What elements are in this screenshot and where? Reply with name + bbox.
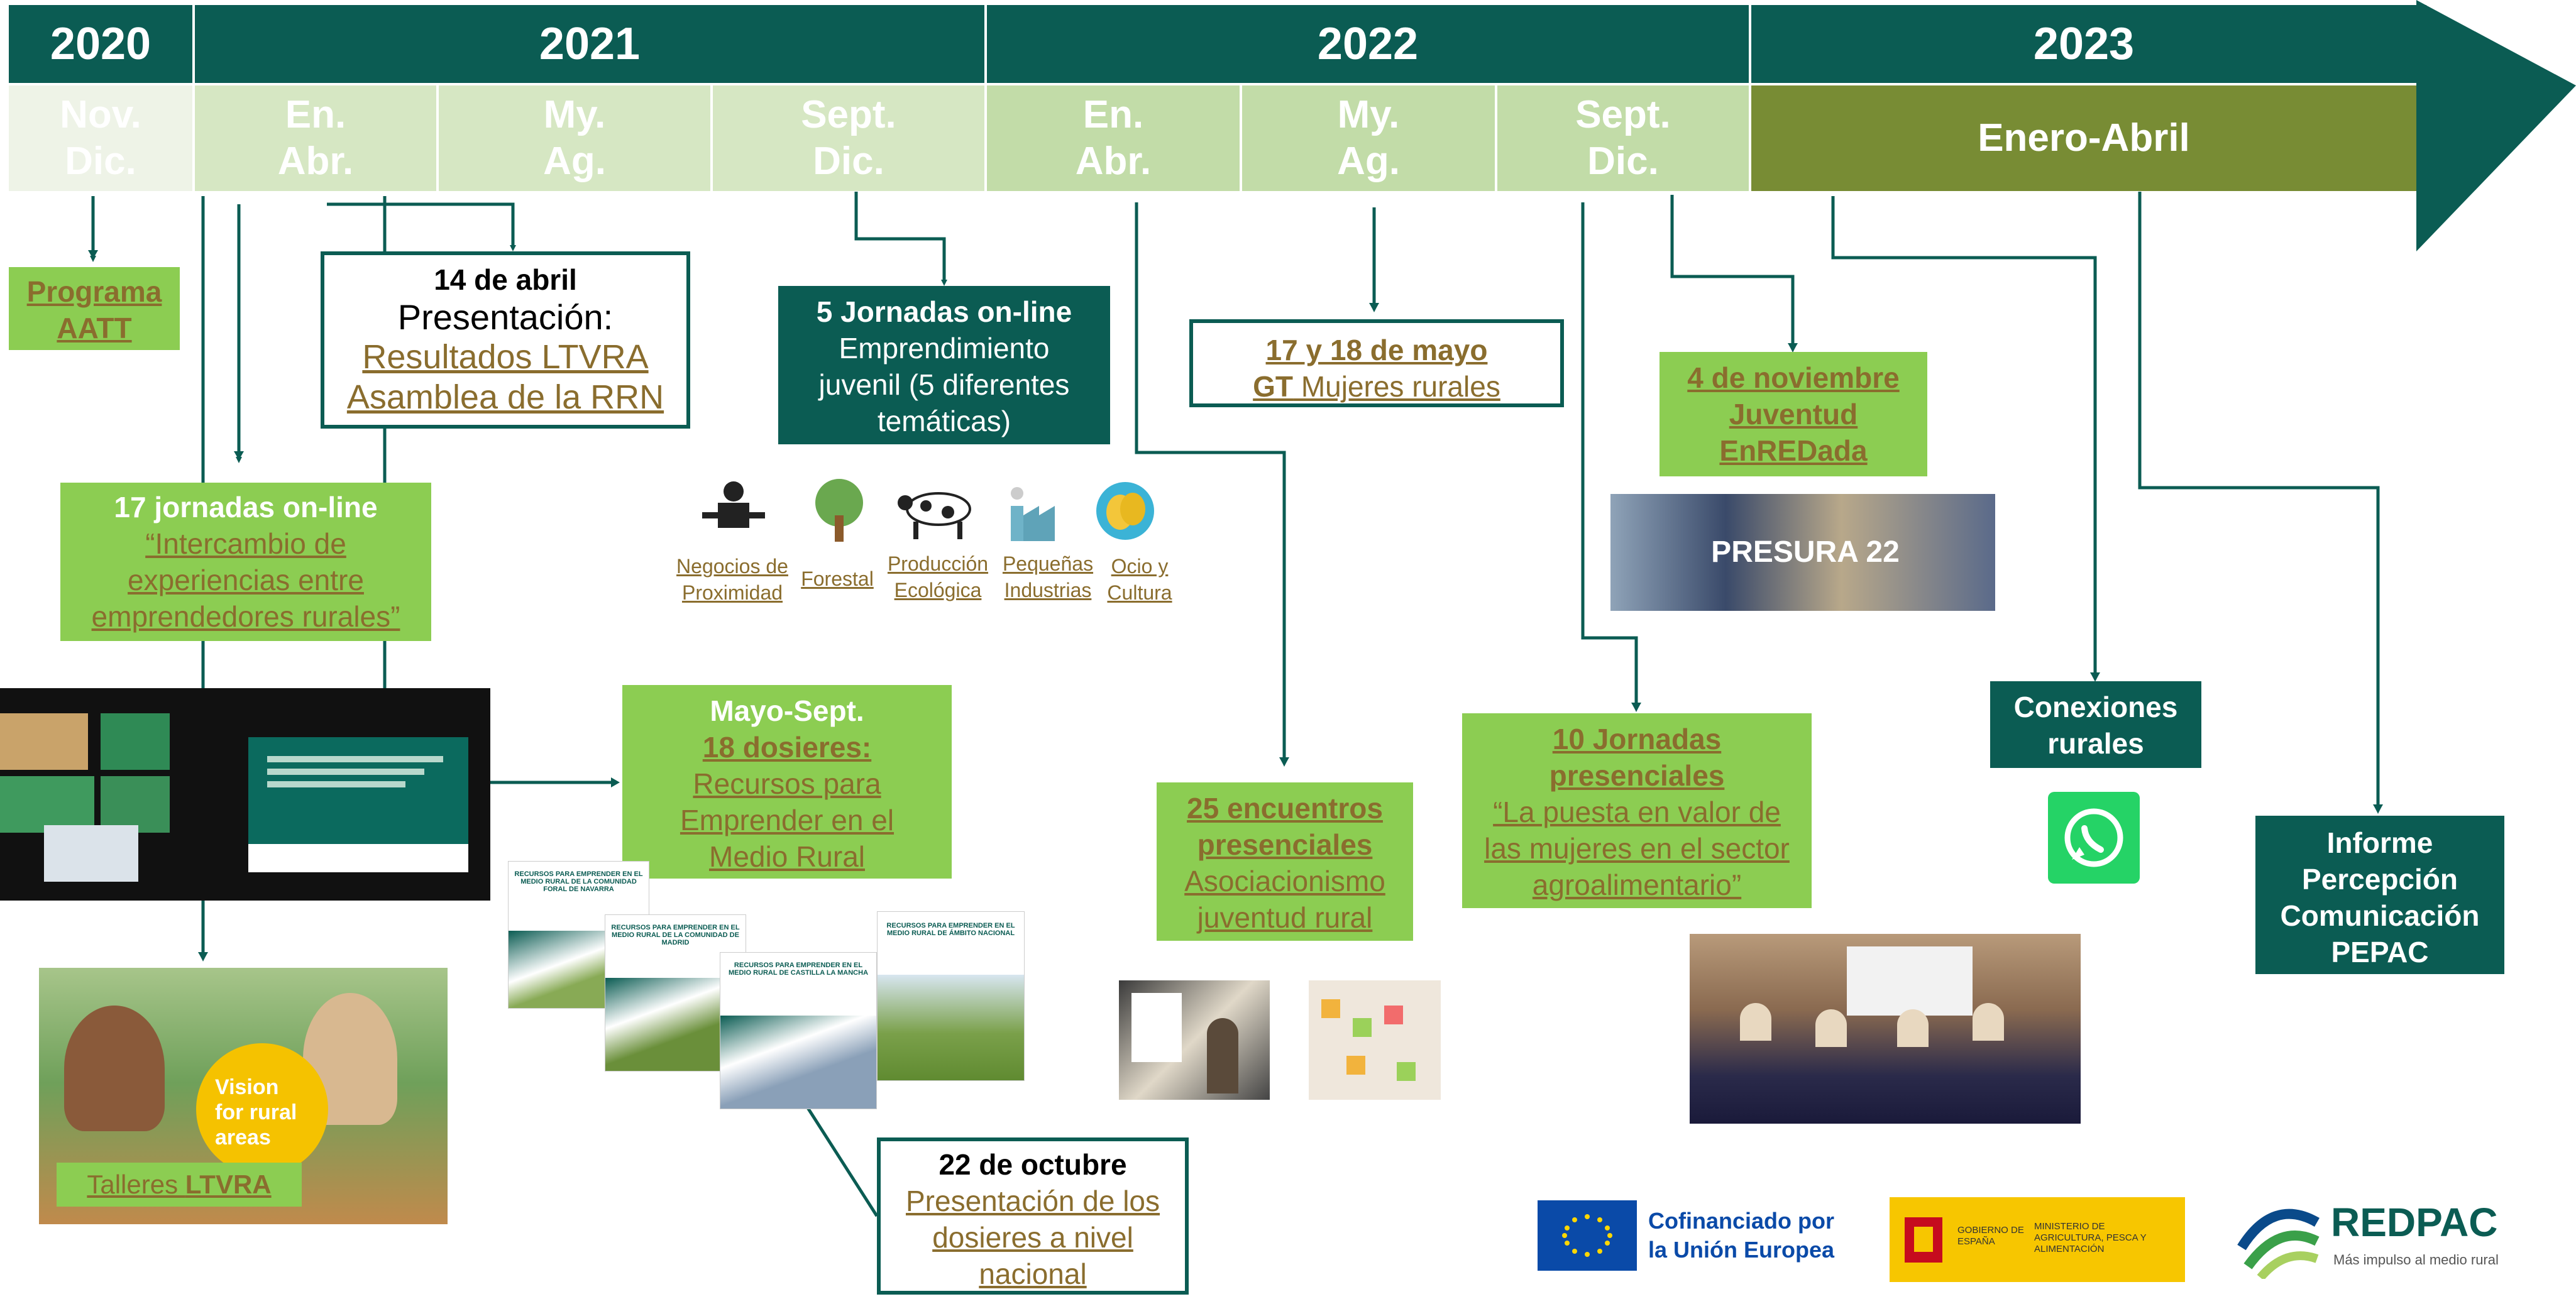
- encuentro-photo: [1119, 980, 1270, 1100]
- period-en-abr-2022: En.Abr.: [987, 85, 1240, 191]
- presentation-slide: [248, 737, 468, 872]
- eu-flag-icon: [1538, 1200, 1637, 1271]
- postits-photo: [1309, 980, 1441, 1100]
- year-2022: 2022: [987, 5, 1749, 83]
- tree-icon: [815, 479, 863, 542]
- handshake-person-icon: [702, 481, 765, 528]
- dossier-cover[interactable]: RECURSOS PARA EMPRENDER EN EL MEDIO RURA…: [877, 911, 1025, 1081]
- dossier-cover[interactable]: RECURSOS PARA EMPRENDER EN EL MEDIO RURA…: [720, 952, 877, 1109]
- abril-date: 14 de abril: [434, 263, 577, 296]
- jornadas-10-box: 10 Jornadas presenciales “La puesta en v…: [1462, 713, 1812, 908]
- coat-of-arms-icon: [1905, 1217, 1942, 1263]
- talleres-ltvra-label[interactable]: Talleres LTVRA: [57, 1163, 302, 1207]
- participant-thumb: [0, 713, 88, 770]
- redpac-name: REDPAC: [2331, 1200, 2498, 1245]
- period-en-abr-2021: En.Abr.: [195, 85, 436, 191]
- encuentros-box: 25 encuentros presenciales Asociacionism…: [1157, 782, 1413, 941]
- arrow-join: [2414, 5, 2426, 83]
- jornadas-5-box: 5 Jornadas on-line Emprendimiento juveni…: [778, 286, 1110, 444]
- period-my-ag-2022: My.Ag.: [1242, 85, 1495, 191]
- abril-presentacion-box: 14 de abril Presentación: Resultados LTV…: [321, 251, 690, 429]
- vision-badge: Vision for rural areas: [196, 1043, 328, 1175]
- asamblea-rrn-link[interactable]: Asamblea de la RRN: [346, 378, 664, 416]
- intercambio-link-1[interactable]: “Intercambio de: [145, 527, 346, 560]
- year-2021: 2021: [195, 5, 984, 83]
- cow-icon: [898, 492, 971, 539]
- conexiones-rurales-box: Conexiones rurales: [1990, 681, 2201, 768]
- jornadas-17-title: 17 jornadas on-line: [114, 491, 378, 523]
- period-sept-dic-2021: Sept.Dic.: [713, 85, 984, 191]
- jornadas-17-box: 17 jornadas on-line “Intercambio de expe…: [60, 483, 431, 641]
- panel-photo: [1690, 934, 2081, 1124]
- participant-thumb: [0, 776, 94, 833]
- mayo-gt-box: 17 y 18 de mayo GT Mujeres rurales: [1189, 319, 1564, 407]
- dosieres-box: Mayo-Sept. 18 dosieres: Recursos para Em…: [622, 685, 952, 879]
- year-2020: 2020: [9, 5, 192, 83]
- intercambio-link-3[interactable]: emprendedores rurales”: [91, 600, 400, 633]
- octubre-box: 22 de octubre Presentación de los dosier…: [877, 1137, 1189, 1295]
- year-2023: 2023: [1751, 5, 2416, 83]
- period-my-ag-2021: My.Ag.: [439, 85, 710, 191]
- vision-rural-areas-image: Vision for rural areas Talleres LTVRA: [39, 968, 448, 1224]
- intercambio-link-2[interactable]: experiencias entre: [128, 564, 364, 596]
- informe-pepac-box: Informe Percepción Comunicación PEPAC: [2255, 816, 2504, 974]
- eu-cofinanciado-text: Cofinanciado por la Unión Europea: [1648, 1208, 1835, 1263]
- factory-icon: [1011, 487, 1055, 541]
- noviembre-box: 4 de noviembre Juventud EnREDada: [1660, 352, 1927, 476]
- period-enero-abril-2023: Enero-Abril: [1751, 85, 2416, 191]
- theater-masks-icon: [1096, 482, 1154, 540]
- resultados-ltvra-link[interactable]: Resultados LTVRA: [362, 338, 649, 376]
- jornadas-5-title: 5 Jornadas on-line: [816, 295, 1072, 328]
- theme-label[interactable]: Forestal: [801, 567, 874, 590]
- whatsapp-icon[interactable]: [2048, 792, 2140, 884]
- programa-link-2[interactable]: AATT: [57, 312, 132, 344]
- dosieres-link[interactable]: 18 dosieres:: [702, 731, 872, 764]
- period-sept-dic-2022: Sept.Dic.: [1497, 85, 1749, 191]
- presura-banner: PRESURA 22: [1610, 494, 1995, 611]
- redpac-logo-icon: [2237, 1209, 2320, 1279]
- participant-thumb: [101, 776, 170, 833]
- period-nov-dic-2020: Nov.Dic.: [9, 85, 192, 191]
- person-figure: [64, 1006, 165, 1131]
- programa-aatt-box[interactable]: Programa AATT: [9, 267, 180, 350]
- videocall-screenshot: [0, 688, 490, 901]
- participant-thumb: [101, 713, 170, 770]
- redpac-tagline: Más impulso al medio rural: [2333, 1252, 2499, 1268]
- programa-link-1[interactable]: Programa: [26, 275, 162, 308]
- abril-title: Presentación:: [397, 297, 614, 337]
- participant-thumb: [44, 825, 138, 882]
- gobierno-logo: GOBIERNO DE ESPAÑA MINISTERIO DE AGRICUL…: [1890, 1197, 2185, 1282]
- timeline-arrow-icon: [2416, 0, 2576, 251]
